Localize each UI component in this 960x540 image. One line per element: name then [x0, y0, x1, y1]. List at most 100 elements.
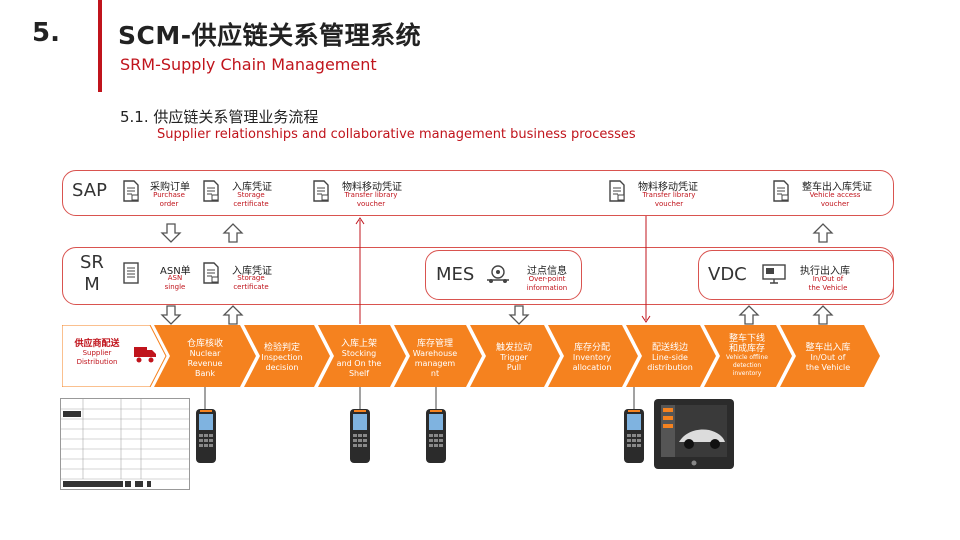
sap-node-storage-certificate: 入库凭证 Storage certificate: [202, 176, 302, 210]
sap-node-transfer-voucher-2: 物料移动凭证 Transfer library voucher: [608, 176, 728, 210]
node-label-en: ASN single: [164, 274, 186, 291]
process-step-3-label: 检验判定 Inspection decision: [252, 340, 312, 373]
process-flow: [62, 325, 880, 387]
srm-node-storage-certificate: 入库凭证 Storage certificate: [202, 258, 302, 292]
srm-node-asn: ASN单 ASN single: [122, 258, 202, 292]
handheld-scanner-icon: [196, 409, 216, 463]
vdc-box: [698, 250, 894, 300]
device-connectors: [204, 387, 635, 409]
node-label-en: Storage certificate: [233, 274, 269, 291]
process-step-9: [704, 325, 792, 387]
handheld-scanner-icon: [426, 409, 446, 463]
page-title: SCM-供应链关系管理系统: [118, 21, 422, 50]
form-table: [61, 399, 189, 487]
process-step-6: [470, 325, 560, 387]
vdc-label: VDC: [708, 264, 747, 285]
process-step-1-label: 供应商配送 Supplier Distribution: [62, 336, 132, 367]
step-label-en: Inspection decision: [261, 353, 303, 372]
node-label-en: Transfer library voucher: [344, 191, 398, 208]
step-label-en: Stocking and On the Shelf: [336, 349, 382, 378]
vehicle-terminal-icon: [654, 399, 734, 469]
step-label: 入库上架: [340, 339, 377, 349]
monitor-icon: [762, 264, 786, 284]
arrow-line-up: [355, 217, 365, 324]
step-label: 检验判定: [263, 343, 300, 353]
document-icon: [313, 180, 329, 202]
process-step-2: [154, 325, 256, 387]
sap-row: [62, 170, 894, 216]
sap-label: SAP: [72, 180, 107, 201]
srm-label: SR M: [80, 252, 104, 296]
process-step-7-label: 库存分配 Inventory allocation: [560, 340, 624, 373]
step-label-en: Vehicle offline detection inventory: [726, 354, 768, 377]
step-label: 供应商配送: [74, 339, 120, 349]
step-label-en: Warehouse managem nt: [412, 349, 458, 378]
step-label-en: Line-side distribution: [647, 353, 693, 372]
arrow-down-icon: [160, 223, 182, 243]
step-label-en: Inventory allocation: [572, 353, 612, 372]
document-icon: [773, 180, 789, 202]
node-label-en: Storage certificate: [233, 191, 269, 208]
node-label-en: Purchase order: [153, 191, 185, 208]
node-label-en: Transfer library voucher: [642, 191, 696, 208]
arrow-down-icon: [508, 305, 530, 325]
node-label: ASN单: [160, 266, 191, 277]
process-step-3: [244, 325, 330, 387]
handheld-scanner-icon: [350, 409, 370, 463]
node-label: 采购订单: [150, 182, 190, 193]
supplier-document: [60, 398, 190, 490]
process-step-5: [394, 325, 482, 387]
srm-label-line2: M: [84, 274, 100, 295]
document-icon: [609, 180, 625, 202]
truck-icon: [134, 347, 156, 363]
step-label: 整车出入库: [805, 343, 851, 353]
page-subtitle: SRM-Supply Chain Management: [120, 55, 377, 74]
step-label: 仓库核收: [186, 339, 223, 349]
header-divider: [98, 0, 102, 92]
process-step-4: [318, 325, 406, 387]
mes-node-label: 过点信息: [527, 266, 567, 277]
arrow-down-icon: [160, 305, 182, 325]
step-label-en: Supplier Distribution: [76, 349, 118, 366]
vdc-node-label: 执行出入库: [800, 266, 850, 277]
section-number: 5.: [32, 18, 60, 48]
node-label: 入库凭证: [232, 266, 272, 277]
node-label: 物料移动凭证: [342, 182, 402, 193]
sap-node-transfer-voucher-1: 物料移动凭证 Transfer library voucher: [312, 176, 422, 210]
process-step-6-label: 触发拉动 Trigger Pull: [482, 340, 546, 373]
sap-node-purchase-order: 采购订单 Purchase order: [122, 176, 212, 210]
step-label-en: In/Out of the Vehicle: [805, 353, 851, 372]
process-step-5-label: 库存管理 Warehouse managem nt: [404, 336, 466, 379]
process-step-10: [780, 325, 880, 387]
process-step-8-label: 配送线边 Line-side distribution: [638, 340, 702, 373]
section-heading-en: Supplier relationships and collaborative…: [157, 127, 636, 142]
node-label-en: Vehicle access voucher: [809, 191, 861, 208]
mes-node-label-en: Over-point information: [526, 275, 568, 292]
arrow-line-down: [641, 216, 651, 323]
node-label: 整车出入库凭证: [802, 182, 872, 193]
srm-label-line1: SR: [80, 252, 104, 273]
arrow-up-icon: [738, 305, 760, 325]
process-step-1: [62, 325, 167, 387]
sap-node-vehicle-access-voucher: 整车出入库凭证 Vehicle access voucher: [772, 176, 892, 210]
process-step-9-label: 整车下线 和成库存 Vehicle offline detection inve…: [716, 334, 778, 378]
node-label: 入库凭证: [232, 182, 272, 193]
step-label: 库存分配: [573, 343, 610, 353]
arrow-up-icon: [222, 305, 244, 325]
process-step-8: [626, 325, 716, 387]
process-step-7: [548, 325, 638, 387]
mes-label: MES: [436, 264, 475, 285]
arrow-up-icon: [222, 223, 244, 243]
arrow-up-icon: [812, 305, 834, 325]
step-label: 配送线边: [651, 343, 688, 353]
step-label-en: Trigger Pull: [500, 353, 528, 372]
handheld-scanner-icon: [624, 409, 644, 463]
process-step-2-label: 仓库核收 Nuclear Revenue Bank: [170, 336, 240, 379]
list-document-icon: [123, 262, 139, 284]
process-step-10-label: 整车出入库 In/Out of the Vehicle: [796, 340, 860, 373]
node-label: 物料移动凭证: [638, 182, 698, 193]
document-icon: [203, 262, 219, 284]
section-heading: 5.1. 供应链关系管理业务流程: [120, 108, 319, 126]
step-label-en: Nuclear Revenue Bank: [187, 349, 223, 378]
process-step-4-label: 入库上架 Stocking and On the Shelf: [328, 336, 390, 379]
